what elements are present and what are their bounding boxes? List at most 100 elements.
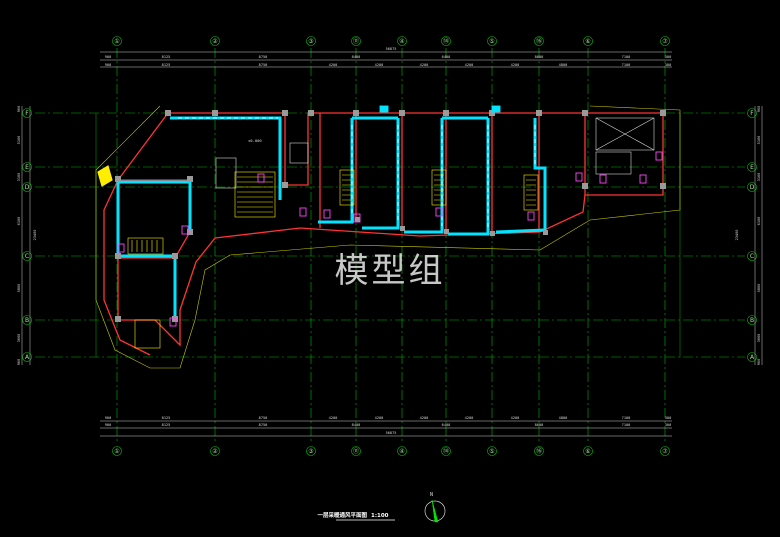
axis-label-right-a: A <box>750 354 755 361</box>
axis-label-left-b: B <box>25 317 29 324</box>
top-dim-2-8: 4200 <box>511 63 520 67</box>
axis-label-top-1: ① <box>114 38 119 45</box>
left-dim-7: 900 <box>17 359 21 366</box>
vertical-axis-bubbles <box>22 36 757 456</box>
right-dimension-texts: 900 5100 3100 6100 5800 3600 900 23400 <box>735 106 761 366</box>
right-dim-4: 6100 <box>757 217 761 226</box>
top-dim-2-2: 8125 <box>162 63 171 67</box>
shaft-boxes <box>289 117 655 164</box>
building-walls <box>103 112 664 356</box>
right-dim-1: 900 <box>757 106 761 113</box>
drawing-scale: 1:100 <box>371 513 389 519</box>
axis-label-bottom-6: ⑭ <box>443 447 449 455</box>
axis-label-left-a: A <box>25 354 30 361</box>
left-dim-3: 3100 <box>17 173 21 182</box>
left-dim-5: 5800 <box>17 284 21 293</box>
right-dim-2: 5100 <box>757 136 761 145</box>
bottom-dim-1-3: 8750 <box>259 416 268 420</box>
structural-columns <box>115 110 666 322</box>
bottom-dim-2-8: 300 <box>665 423 672 427</box>
top-dim-1-7: 7100 <box>622 55 631 59</box>
axis-label-bottom-5: ④ <box>399 448 404 455</box>
bottom-dim-1-6: 4200 <box>420 416 429 420</box>
entrance-marker <box>97 165 113 187</box>
right-dim-7: 900 <box>757 359 761 366</box>
top-dim-1-6: 8600 <box>535 55 544 59</box>
axis-label-top-4: ⑪ <box>353 37 359 45</box>
axis-label-right-e: E <box>750 164 754 171</box>
right-dim-5: 5800 <box>757 284 761 293</box>
axis-label-bottom-8: ⑯ <box>536 447 542 455</box>
top-dim-2-9: 4800 <box>559 63 568 67</box>
bottom-dim-1-8: 4200 <box>511 416 520 420</box>
axis-label-top-2: ② <box>212 38 218 45</box>
bottom-dim-1-4: 4200 <box>329 416 338 420</box>
axis-label-top-5: ④ <box>399 38 404 45</box>
top-dim-2-3: 8750 <box>259 63 268 67</box>
top-dim-1-3: 8750 <box>259 55 268 59</box>
axis-label-bottom-3: ③ <box>308 448 313 455</box>
axis-grid <box>35 48 745 443</box>
outer-contour <box>95 105 681 369</box>
north-arrow-icon: N <box>424 492 446 523</box>
top-dim-2-11: 300 <box>665 63 672 67</box>
left-dimension-texts: 900 5100 3100 6100 5800 3600 900 23400 <box>17 106 37 366</box>
axis-label-top-7: ⑤ <box>489 38 494 45</box>
axis-label-bottom-10: ⑦ <box>662 448 668 455</box>
stair-blocks <box>127 151 632 349</box>
axis-label-top-10: ⑦ <box>662 38 668 45</box>
bottom-dim-2-5: 6400 <box>442 423 451 427</box>
axis-label-right-b: B <box>750 317 754 324</box>
axis-label-top-9: ⑥ <box>585 38 590 45</box>
left-dim-2: 5100 <box>17 136 21 145</box>
axis-label-left-d: D <box>25 184 30 191</box>
axis-label-top-3: ③ <box>308 38 313 45</box>
north-label: N <box>430 492 433 498</box>
axis-label-left-c: C <box>25 253 29 260</box>
bottom-dim-2-2: 8125 <box>162 423 171 427</box>
bottom-dim-2-7: 7100 <box>622 423 631 427</box>
bottom-dim-2-3: 8750 <box>259 423 268 427</box>
top-dim-1-2: 8125 <box>162 55 171 59</box>
drawing-title: 一层采暖通风平面图 <box>317 511 367 519</box>
axis-label-bottom-9: ⑥ <box>585 448 590 455</box>
top-dim-1-8: 300 <box>665 55 672 59</box>
top-total-dim: 56875 <box>386 47 397 51</box>
bottom-dim-1-11: 300 <box>665 416 672 420</box>
bottom-dim-1-1: 900 <box>105 416 112 420</box>
axis-label-top-6: ⑭ <box>443 37 449 45</box>
left-dim-4: 6100 <box>17 217 21 226</box>
bottom-dim-2-4: 8400 <box>352 423 361 427</box>
bottom-dim-1-2: 8125 <box>162 416 171 420</box>
top-dim-2-7: 4200 <box>465 63 474 67</box>
right-dim-6: 3600 <box>757 334 761 343</box>
right-dim-3: 3100 <box>757 173 761 182</box>
bottom-dim-1-9: 4800 <box>559 416 568 420</box>
bottom-dim-1-7: 4200 <box>465 416 474 420</box>
bottom-dimension-texts: 900 8125 8750 4200 4200 4200 4200 4200 4… <box>105 416 672 435</box>
top-dim-1-4: 8400 <box>352 55 361 59</box>
top-dim-2-6: 4200 <box>420 63 429 67</box>
top-dim-1-1: 900 <box>105 55 112 59</box>
axis-label-left-f: F <box>25 110 29 117</box>
top-dimension-texts: 56875 900 8125 8750 8400 6400 8600 7100 … <box>105 47 672 67</box>
left-dim-1: 900 <box>17 106 21 113</box>
bottom-total-dim: 56875 <box>386 431 397 435</box>
hvac-equipment <box>117 105 663 327</box>
elevation-note: ±0.000 <box>248 138 262 143</box>
top-dim-1-5: 6400 <box>442 55 451 59</box>
bottom-dim-1-5: 4200 <box>375 416 384 420</box>
axis-label-right-c: C <box>750 253 754 260</box>
dimension-chains <box>21 51 763 437</box>
watermark: 模型组 <box>335 251 446 291</box>
top-dim-2-1: 900 <box>105 63 112 67</box>
ventilation-ducts <box>116 116 547 320</box>
axis-label-left-e: E <box>25 164 29 171</box>
axis-label-bottom-2: ② <box>212 448 218 455</box>
axis-label-bottom-7: ⑤ <box>489 448 494 455</box>
axis-label-right-f: F <box>750 110 754 117</box>
bottom-dim-2-1: 900 <box>105 423 112 427</box>
right-total-dim: 23400 <box>735 230 739 241</box>
top-dim-2-10: 7100 <box>622 63 631 67</box>
